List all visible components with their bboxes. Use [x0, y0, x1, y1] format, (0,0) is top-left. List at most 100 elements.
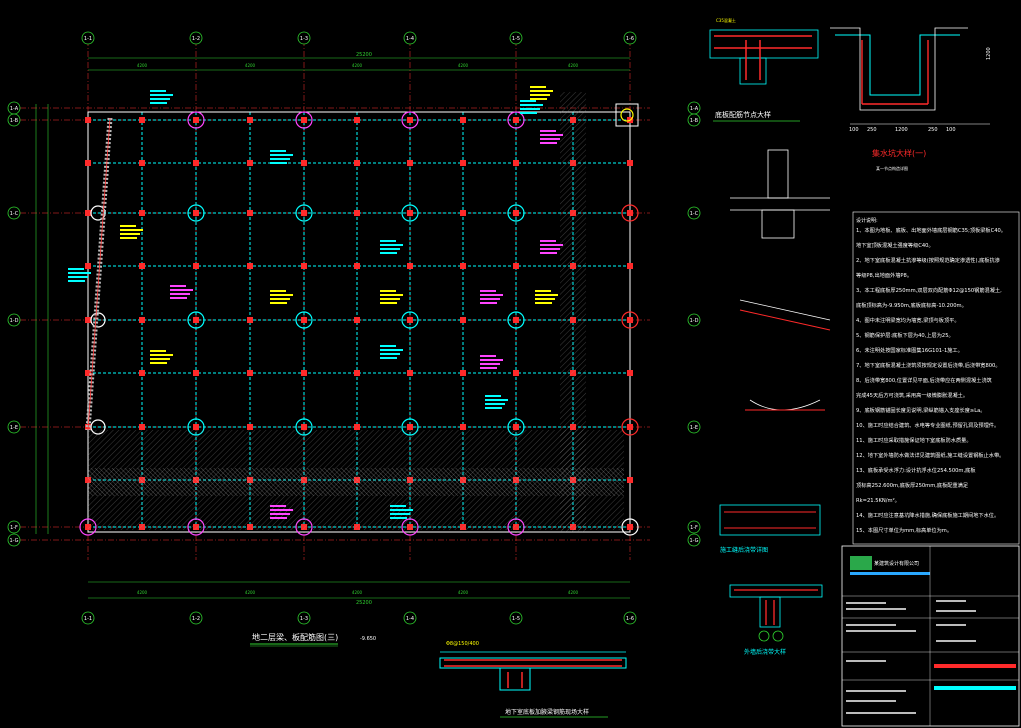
axis-bubble: 1-2	[189, 31, 203, 45]
overall-dim-bottom: 25200	[356, 600, 372, 606]
wall-detail: 外墙后浇带大样	[729, 584, 823, 656]
bay-dimensions: 4200 4200 4200 4200 4200 4200 4200 4200 4200 4200	[137, 63, 579, 595]
note-line: 6、未注明处按国家标准图集16G101-1施工。	[856, 346, 963, 354]
bay-dim-top: 4200	[458, 63, 469, 68]
bay-dim-bottom: 4200	[137, 590, 148, 595]
axis-bubble: 1-A	[687, 101, 701, 115]
axis-bubble-label: 1-3	[300, 616, 308, 622]
note-line: 等级P8,出地面外墙P8。	[856, 271, 912, 279]
axis-bubble-label: 1-6	[626, 616, 634, 622]
axis-bubbles: 1-1 1-1 1-2 1-2 1-3 1-3 1-4 1-4 1-5 1-5 1-6 1-6 1-A 1…	[7, 31, 701, 625]
axis-bubble-label: 1-1	[84, 36, 92, 42]
node-detail-title: 底板配筋节点大样	[715, 110, 771, 119]
axis-bubble: 1-5	[509, 31, 523, 45]
svg-text:Φ8@150/400: Φ8@150/400	[446, 641, 479, 647]
company-name: 某建筑设计有限公司	[874, 560, 919, 567]
axis-bubble-label: 1-D	[10, 318, 19, 324]
note-line: Rk=21.5KN/m²。	[856, 498, 900, 504]
axis-bubble: 1-5	[509, 611, 523, 625]
note-line: 8、后浇带宽800,位置详见平面,后浇带应在两侧混凝土浇筑	[856, 376, 993, 384]
post-pour-strip	[88, 468, 624, 496]
sump-detail: 100 250 1200 250 100 1200 集水坑大样(一) 某一节点构…	[830, 27, 992, 171]
column-markers	[79, 103, 639, 536]
note-line: 完成45天后方可浇筑,采用高一级微膨胀混凝土。	[856, 391, 968, 399]
axis-bubble: 1-G	[7, 533, 21, 547]
axis-bubble: 1-E	[7, 420, 21, 434]
axis-bubble-label: 1-G	[9, 538, 18, 544]
left-dimension-chain	[35, 104, 49, 534]
axis-bubble: 1-D	[7, 313, 21, 327]
axis-bubble-label: 1-5	[512, 36, 520, 42]
axis-bubble: 1-4	[403, 31, 417, 45]
axis-bubble-label: 1-E	[10, 425, 18, 431]
plan-title: 地二层梁、板配筋图(三)	[252, 632, 338, 642]
axis-bubble-label: 1-D	[690, 318, 699, 324]
note-line: 14、施工时应注意基坑降水措施,确保底板施工期间地下水位。	[856, 511, 999, 519]
note-line: 5、钢筋保护层:底板下层为40,上层为25。	[856, 331, 954, 339]
waterstop-title: 施工缝后浇带详图	[720, 546, 768, 554]
note-line: 2、地下室底板混凝土抗渗等级(按照规范确定渗透性),底板抗渗	[856, 256, 1001, 264]
axis-bubble-label: 1-G	[689, 538, 698, 544]
note-line: 4、图中未注明梁宽均为墙宽,梁顶与板顶平。	[856, 316, 960, 324]
bay-dim-bottom: 4200	[568, 590, 579, 595]
note-line: 9、底板钢筋锚固长度见说明,梁纵筋锚入支座长度≥La。	[856, 406, 986, 414]
axis-bubble-label: 1-4	[406, 36, 414, 42]
sump-detail-subtitle: 某一节点构造详图	[876, 165, 908, 171]
axis-bubble-label: 1-B	[690, 118, 699, 124]
axis-bubble: 1-A	[7, 101, 21, 115]
axis-bubble-label: 1-E	[690, 425, 698, 431]
sump-detail-title: 集水坑大样(一)	[872, 148, 926, 158]
svg-text:250: 250	[928, 127, 938, 133]
axis-bubble: 1-C	[687, 206, 701, 220]
svg-text:250: 250	[867, 127, 877, 133]
bay-dim-top: 4200	[568, 63, 579, 68]
axis-bubble: 1-6	[623, 31, 637, 45]
plan-level: -9.650	[360, 636, 376, 642]
bay-dim-top: 4200	[245, 63, 256, 68]
axis-bubble-label: 1-1	[84, 616, 92, 622]
axis-bubble-label: 1-A	[10, 106, 19, 112]
axis-bubble-label: 1-2	[192, 616, 200, 622]
axis-bubble: 1-C	[7, 206, 21, 220]
note-line: 13、底板承受水浮力:设计抗浮水位254.500m,底板	[856, 466, 976, 474]
vertical-strip	[560, 92, 586, 532]
note-line: 7、地下室底板混凝土浇筑须按规定设置后浇带,后浇带宽800。	[856, 361, 1001, 369]
bay-dim-bottom: 4200	[352, 590, 363, 595]
axis-bubble: 1-1	[81, 31, 95, 45]
svg-text:100: 100	[946, 127, 956, 133]
axis-bubble: 1-4	[403, 611, 417, 625]
bottom-dimension-chain	[88, 581, 630, 599]
wall-detail-title: 外墙后浇带大样	[744, 648, 786, 656]
note-line: 地下室顶板混凝土强度等级C40。	[856, 241, 934, 249]
axis-bubble-label: 1-C	[10, 211, 19, 217]
notes-title: 设计说明:	[856, 217, 878, 224]
axis-bubble-label: 1-4	[406, 616, 414, 622]
bay-dim-top: 4200	[137, 63, 148, 68]
axis-bubble: 1-G	[687, 533, 701, 547]
svg-text:1200: 1200	[986, 47, 992, 60]
note-line: 10、施工时应结合建筑、水电等专业图纸,预留孔洞及预埋件。	[856, 421, 999, 429]
axis-bubble-label: 1-F	[10, 525, 18, 531]
axis-bubble-label: 1-A	[690, 106, 699, 112]
note-line: 15、本图尺寸单位为mm,标高单位为m。	[856, 526, 952, 534]
axis-bubble: 1-2	[189, 611, 203, 625]
axis-bubble: 1-B	[687, 113, 701, 127]
bay-dim-bottom: 4200	[245, 590, 256, 595]
rebar-annotations	[68, 86, 563, 519]
waterstop-details: 施工缝后浇带详图	[719, 149, 831, 554]
axis-bubble-label: 1-6	[626, 36, 634, 42]
axis-bubble: 1-6	[623, 611, 637, 625]
axis-bubble-label: 1-C	[690, 211, 699, 217]
axis-bubble: 1-F	[7, 520, 21, 534]
svg-text:1200: 1200	[895, 127, 908, 133]
axis-bubble: 1-3	[297, 31, 311, 45]
bay-dim-bottom: 4200	[458, 590, 469, 595]
note-line: 顶标高252.600m,底板厚250mm,底板配重满足	[856, 481, 968, 489]
bay-dim-top: 4200	[352, 63, 363, 68]
axis-bubble-label: 1-B	[10, 118, 19, 124]
axis-bubble: 1-F	[687, 520, 701, 534]
note-line: 11、施工时应采取措施保证地下室底板防水质量。	[856, 436, 972, 444]
axis-bubble-label: 1-F	[690, 525, 698, 531]
top-dimension-chain	[88, 57, 630, 71]
